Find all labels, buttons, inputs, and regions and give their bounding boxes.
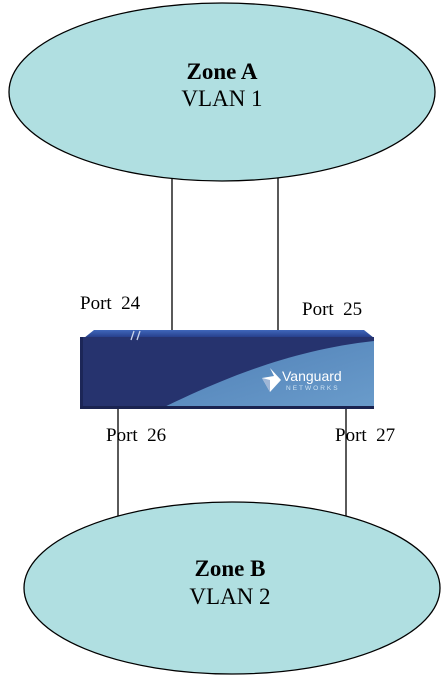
device-bottom-edge: [80, 406, 374, 409]
zone-a: Zone A VLAN 1: [8, 2, 436, 182]
zone-b-vlan: VLAN 2: [189, 584, 270, 609]
port-labels: Port 24 Port 25 Port 26 Port 27: [80, 293, 395, 446]
port-27-label: Port 27: [335, 425, 395, 446]
vanguard-logo: Vanguard NETWORKS: [262, 368, 342, 392]
port-25-label: Port 25: [302, 299, 362, 320]
status-led-icon: [130, 330, 141, 341]
zone-a-title: Zone A: [187, 59, 258, 84]
port-24-label: Port 24: [80, 293, 141, 314]
device-left-edge: [80, 337, 83, 409]
device-brand-sub: NETWORKS: [286, 385, 340, 392]
zone-a-vlan: VLAN 1: [181, 86, 262, 111]
vanguard-device: Vanguard NETWORKS: [80, 330, 374, 409]
zone-b-ellipse: [23, 501, 441, 675]
zone-a-ellipse: [8, 2, 436, 182]
device-swoosh: [160, 341, 374, 409]
connections: [117, 178, 347, 524]
zone-b-title: Zone B: [195, 556, 266, 581]
zone-b: Zone B VLAN 2: [23, 501, 441, 675]
device-brand: Vanguard: [282, 368, 342, 384]
device-top-bevel: [84, 330, 374, 338]
port-26-label: Port 26: [106, 425, 166, 446]
